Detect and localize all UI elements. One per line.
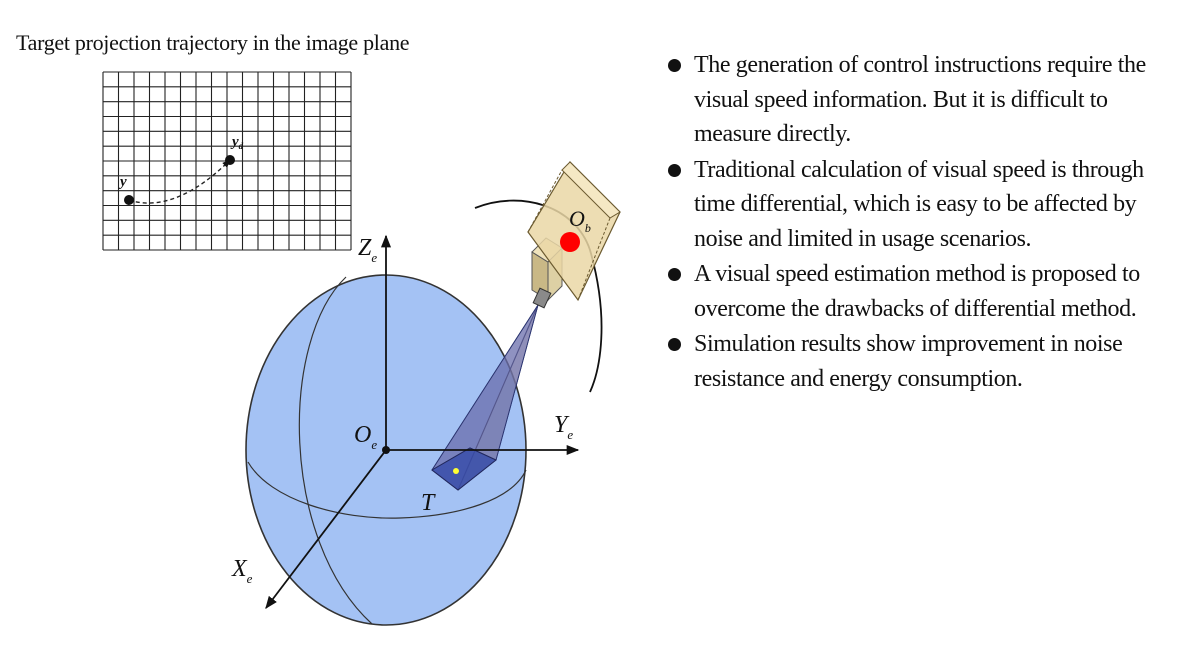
bullet-item: Simulation results show improvement in n… xyxy=(660,327,1180,396)
camera xyxy=(527,161,621,309)
desired-point-label: yd xyxy=(230,134,244,151)
bullet-item: The generation of control instructions r… xyxy=(660,48,1180,152)
target-point xyxy=(453,468,459,474)
bullet-text: Simulation results show improvement in n… xyxy=(694,331,1123,392)
bullet-dot-icon xyxy=(668,338,681,351)
start-point xyxy=(124,195,134,205)
z-axis-label: Ze xyxy=(358,235,377,265)
bullet-text: The generation of control instructions r… xyxy=(694,52,1146,147)
camera-center xyxy=(560,232,580,252)
y-axis-label: Ye xyxy=(554,412,573,442)
image-plane-grid xyxy=(102,71,352,251)
target-label: T xyxy=(421,490,436,516)
bullet-item: Traditional calculation of visual speed … xyxy=(660,153,1180,257)
bullet-list: The generation of control instructions r… xyxy=(660,48,1180,397)
sphere-camera-diagram: y yd Ze Ye Xe Oe Ob T xyxy=(102,71,621,626)
bullet-dot-icon xyxy=(668,268,681,281)
desired-point xyxy=(225,155,235,165)
x-axis xyxy=(265,449,387,610)
sphere-meridian xyxy=(298,276,373,625)
sphere-equator xyxy=(247,461,527,519)
x-axis-label: Xe xyxy=(231,556,253,586)
bullet-text: Traditional calculation of visual speed … xyxy=(694,156,1144,252)
grid-title: Target projection trajectory in the imag… xyxy=(16,30,410,55)
bullet-dot-icon xyxy=(668,163,681,177)
projection-trajectory xyxy=(128,159,231,204)
bullet-item: A visual speed estimation method is prop… xyxy=(660,257,1180,326)
origin-label: Oe xyxy=(354,422,377,452)
origin-point xyxy=(382,446,390,454)
bullet-text: A visual speed estimation method is prop… xyxy=(694,261,1140,322)
start-point-label: y xyxy=(118,174,127,190)
bullet-dot-icon xyxy=(668,59,681,72)
target-footprint xyxy=(431,447,497,491)
camera-label: Ob xyxy=(569,206,591,235)
